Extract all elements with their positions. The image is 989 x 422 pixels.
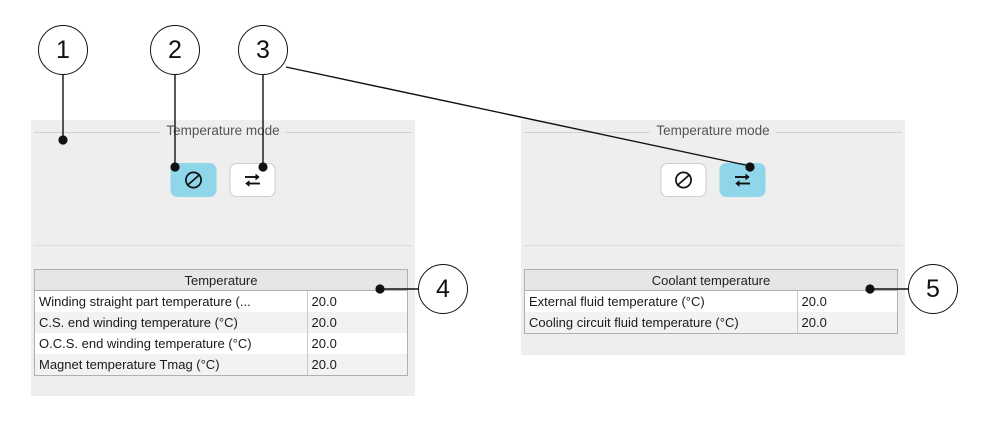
callout-number: 5 xyxy=(926,274,940,303)
table-row[interactable]: Magnet temperature Tmag (°C) 20.0 xyxy=(35,354,407,375)
exchange-arrows-icon xyxy=(731,168,755,192)
mode-button-exchange[interactable] xyxy=(229,163,276,197)
row-label: External fluid temperature (°C) xyxy=(525,290,798,312)
groupbox-bottom-rule xyxy=(524,245,902,246)
coolant-temperature-panel: Temperature mode xyxy=(521,120,905,355)
table-header-row: Temperature xyxy=(35,270,407,291)
callout-number: 4 xyxy=(436,274,450,303)
coolant-temperature-table: Coolant temperature External fluid tempe… xyxy=(524,269,898,334)
table-body: External fluid temperature (°C) 20.0 Coo… xyxy=(525,290,897,333)
mode-button-diameter[interactable] xyxy=(660,163,707,197)
table-row[interactable]: C.S. end winding temperature (°C) 20.0 xyxy=(35,312,407,333)
mode-button-exchange[interactable] xyxy=(719,163,766,197)
row-value[interactable]: 20.0 xyxy=(797,290,897,312)
exchange-arrows-icon xyxy=(241,168,265,192)
diameter-icon xyxy=(672,168,696,192)
temperature-mode-button-group xyxy=(170,163,276,197)
callout-number: 3 xyxy=(256,35,270,64)
row-label: Winding straight part temperature (... xyxy=(35,290,308,312)
row-value[interactable]: 20.0 xyxy=(307,312,407,333)
table-header-title: Temperature xyxy=(35,270,407,291)
temperature-mode-groupbox: Temperature mode xyxy=(524,123,902,252)
row-label: C.S. end winding temperature (°C) xyxy=(35,312,308,333)
row-value[interactable]: 20.0 xyxy=(307,333,407,354)
row-value[interactable]: 20.0 xyxy=(307,290,407,312)
row-label: O.C.S. end winding temperature (°C) xyxy=(35,333,308,354)
mode-button-diameter[interactable] xyxy=(170,163,217,197)
callout-marker-2: 2 xyxy=(150,25,200,75)
callout-number: 1 xyxy=(56,35,70,64)
diameter-icon xyxy=(182,168,206,192)
groupbox-bottom-rule xyxy=(34,245,412,246)
callout-marker-5: 5 xyxy=(908,264,958,314)
table-row[interactable]: Winding straight part temperature (... 2… xyxy=(35,290,407,312)
table-header-row: Coolant temperature xyxy=(525,270,897,291)
row-value[interactable]: 20.0 xyxy=(797,312,897,333)
row-value[interactable]: 20.0 xyxy=(307,354,407,375)
groupbox-legend: Temperature mode xyxy=(650,123,776,138)
table-header-title: Coolant temperature xyxy=(525,270,897,291)
temperature-table: Temperature Winding straight part temper… xyxy=(34,269,408,376)
callout-marker-4: 4 xyxy=(418,264,468,314)
temperature-mode-groupbox: Temperature mode xyxy=(34,123,412,252)
table-row[interactable]: O.C.S. end winding temperature (°C) 20.0 xyxy=(35,333,407,354)
row-label: Magnet temperature Tmag (°C) xyxy=(35,354,308,375)
row-label: Cooling circuit fluid temperature (°C) xyxy=(525,312,798,333)
table-row[interactable]: Cooling circuit fluid temperature (°C) 2… xyxy=(525,312,897,333)
callout-number: 2 xyxy=(168,35,182,64)
temperature-mode-button-group xyxy=(660,163,766,197)
callout-marker-3: 3 xyxy=(238,25,288,75)
table-row[interactable]: External fluid temperature (°C) 20.0 xyxy=(525,290,897,312)
callout-marker-1: 1 xyxy=(38,25,88,75)
table-body: Winding straight part temperature (... 2… xyxy=(35,290,407,375)
temperature-panel: Temperature mode xyxy=(31,120,415,396)
groupbox-legend: Temperature mode xyxy=(160,123,286,138)
